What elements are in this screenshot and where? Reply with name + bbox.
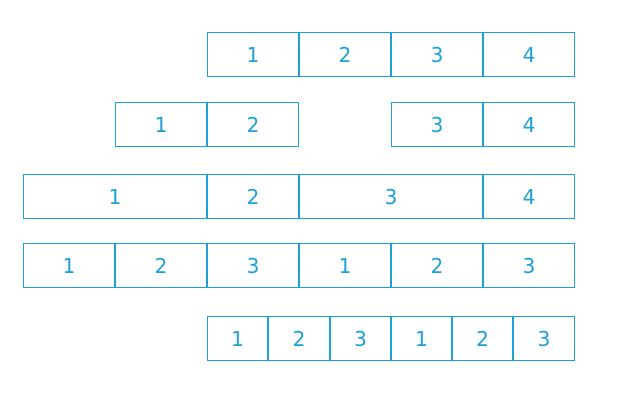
grid-cell: 4 [483,32,575,77]
grid-cell: 1 [115,102,207,147]
grid-cell: 2 [207,102,299,147]
grid-cell: 3 [207,243,299,288]
grid-cell: 1 [23,174,207,219]
grid-cell: 1 [207,316,268,361]
grid-cell: 3 [391,32,483,77]
grid-cell: 4 [483,102,575,147]
grid-cell: 2 [299,32,391,77]
grid-cell: 3 [299,174,483,219]
grid-cell: 2 [268,316,330,361]
grid-cell: 3 [513,316,575,361]
grid-cell: 1 [391,316,452,361]
grid-cell: 2 [207,174,299,219]
grid-cell: 3 [391,102,483,147]
grid-cell: 2 [391,243,483,288]
grid-cell: 3 [483,243,575,288]
grid-cell: 2 [452,316,513,361]
grid-cell: 4 [483,174,575,219]
grid-cell: 1 [207,32,299,77]
grid-cell: 1 [299,243,391,288]
grid-cell: 1 [23,243,115,288]
grid-cell: 2 [115,243,207,288]
grid-cell: 3 [330,316,391,361]
